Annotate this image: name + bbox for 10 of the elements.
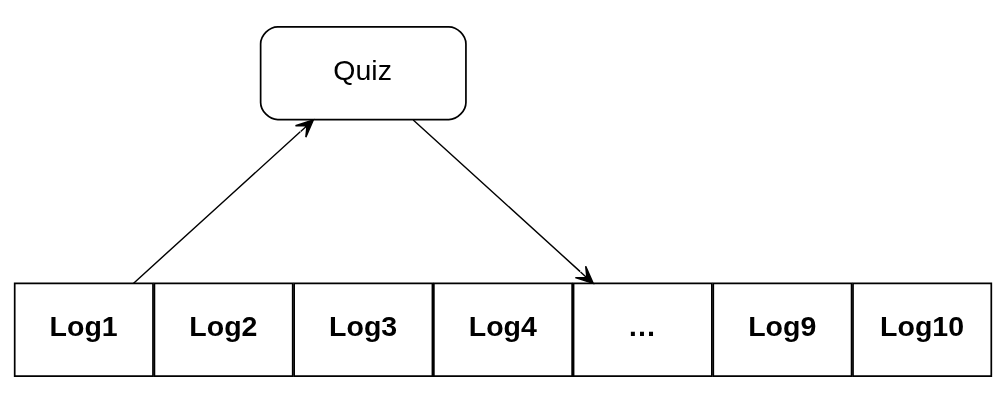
node-box: Log3 bbox=[292, 282, 433, 377]
node-box: Log4 bbox=[432, 282, 573, 377]
arrow bbox=[412, 119, 594, 285]
node-box: Quiz bbox=[259, 26, 467, 121]
arrow bbox=[132, 119, 314, 285]
node-box: Log1 bbox=[13, 282, 154, 377]
node-box: Log10 bbox=[851, 282, 992, 377]
node-box: … bbox=[572, 282, 713, 377]
node-box: Log9 bbox=[711, 282, 852, 377]
node-box: Log2 bbox=[153, 282, 294, 377]
